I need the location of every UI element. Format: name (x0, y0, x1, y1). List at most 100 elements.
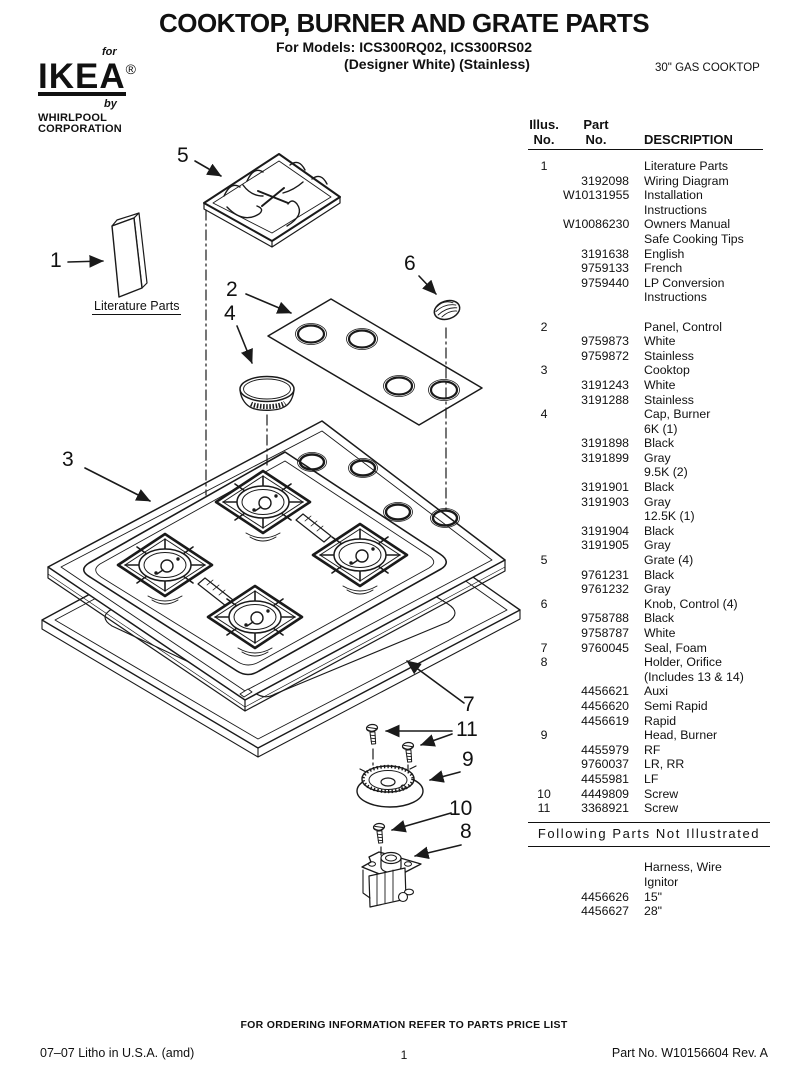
seal-foam-part (41, 469, 521, 758)
part-no-cell: 3191903 (581, 494, 629, 509)
part-no-cell (563, 203, 629, 218)
finish-line: (Designer White) (Stainless) (344, 56, 530, 72)
ikea-letters: IKEA (38, 57, 126, 96)
description-cell: Ignitor (644, 874, 679, 889)
description-cell: White (644, 334, 676, 349)
description-cell: Seal, Foam (644, 640, 707, 655)
illus-no-cell (525, 203, 563, 218)
col-part-no-header: Part No. (583, 117, 609, 147)
illus-no-cell (525, 349, 563, 364)
illus-no-cell (525, 334, 563, 349)
part-no-cell: W10131955 (563, 188, 630, 203)
illus-no-cell (525, 757, 563, 772)
parts-table: Illus. No. Part No. DESCRIPTION 1 Litera… (525, 117, 777, 919)
control-knob-part (433, 299, 461, 321)
part-no-cell: 4455981 (581, 771, 629, 786)
illus-no-cell (525, 538, 563, 553)
parts-table-header: Illus. No. Part No. DESCRIPTION (525, 117, 777, 147)
description-cell: Black (644, 523, 675, 538)
description-cell: LR, RR (644, 757, 685, 772)
part-no-cell (563, 875, 629, 890)
part-no-cell: 9759873 (581, 334, 629, 349)
part-no-cell: 4449809 (581, 786, 629, 801)
description-cell: Auxi (644, 684, 668, 699)
part-no-cell (563, 320, 629, 335)
illus-no-cell: 7 (540, 640, 548, 655)
description-cell: French (644, 261, 683, 276)
illus-no-cell (525, 890, 563, 905)
illus-no-cell (525, 699, 563, 714)
illus-no-cell (525, 743, 563, 758)
description-cell: Literature Parts (644, 159, 729, 173)
burner-left (116, 532, 214, 606)
table-row: 3191904 Black (525, 524, 777, 539)
illus-no-cell (525, 305, 563, 320)
table-row: 3191905 Gray (525, 538, 777, 553)
part-no-cell: 3191898 (581, 436, 629, 451)
table-row: 9 Head, Burner (525, 728, 777, 743)
table-row: (Includes 13 & 14) (525, 670, 777, 685)
illus-no-cell: 10 (537, 786, 551, 801)
table-row: 8 Holder, Orifice (525, 655, 777, 670)
table-row: Ignitor (525, 875, 770, 890)
illus-no-cell (525, 875, 563, 890)
part-no-cell (563, 728, 629, 743)
table-row: 5 Grate (4) (525, 553, 777, 568)
logo-company-name: WHIRLPOOL CORPORATION (38, 111, 122, 135)
illus-no-cell: 4 (540, 407, 548, 422)
part-no-cell (563, 159, 629, 174)
description-cell: Stainless (644, 392, 694, 407)
part-no-cell: 3191904 (581, 523, 629, 538)
part-no-cell (563, 655, 629, 670)
part-no-cell (563, 597, 629, 612)
illus-no-cell (525, 290, 563, 305)
illus-no-cell (525, 232, 563, 247)
description-cell: 9.5K (2) (644, 465, 688, 480)
description-cell: Gray (644, 582, 671, 597)
description-cell: LP Conversion (644, 275, 725, 290)
description-cell: Cooktop (644, 363, 690, 378)
part-no-cell: 3192098 (581, 173, 629, 188)
ordering-note: FOR ORDERING INFORMATION REFER TO PARTS … (240, 1019, 568, 1031)
description-cell: Panel, Control (644, 319, 722, 334)
table-header-rule (528, 149, 763, 150)
burner-rear-left (214, 469, 312, 543)
part-no-cell: 3191905 (581, 538, 629, 553)
description-cell (644, 305, 777, 320)
illus-no-cell (525, 524, 563, 539)
illus-no-cell: 3 (540, 363, 548, 378)
description-cell: Gray (644, 538, 671, 553)
callout-5: 5 (177, 144, 189, 167)
description-cell: Stainless (644, 348, 694, 363)
description-cell: (Includes 13 & 14) (644, 669, 744, 684)
callout-7: 7 (463, 693, 475, 716)
literature-parts-label: Literature Parts (92, 299, 182, 315)
part-no-cell: 9761232 (581, 582, 629, 597)
illus-no-cell (525, 509, 563, 524)
description-cell: Black (644, 436, 675, 451)
description-cell: Safe Cooking Tips (644, 231, 744, 246)
illus-no-cell (525, 174, 563, 189)
literature-booklet (111, 212, 148, 298)
part-no-cell: 4456619 (581, 713, 629, 728)
description-cell: 15" (644, 889, 663, 904)
illus-no-cell: 11 (537, 801, 551, 816)
illus-no-cell (525, 904, 563, 919)
description-cell: Wiring Diagram (644, 173, 729, 188)
illus-no-cell (525, 261, 563, 276)
illus-no-cell (525, 422, 563, 437)
description-cell: Installation (644, 188, 703, 203)
assembly-center-lines (205, 209, 447, 856)
description-cell: Owners Manual (644, 217, 731, 232)
part-no-cell: 9759133 (581, 261, 629, 276)
illus-no-cell: 1 (540, 159, 548, 173)
part-no-cell (563, 232, 629, 247)
